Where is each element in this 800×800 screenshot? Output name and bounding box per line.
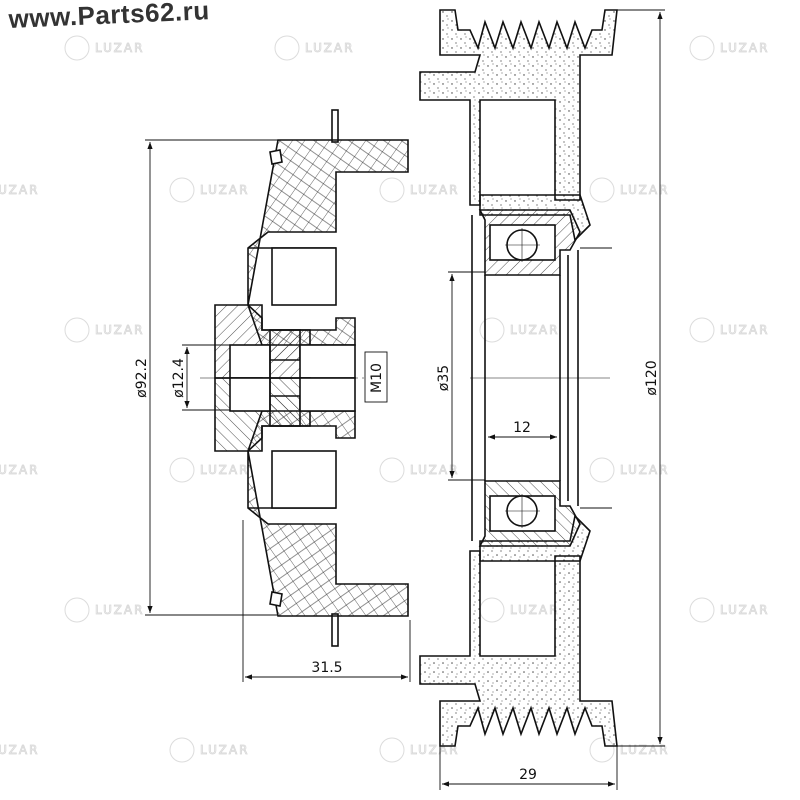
svg-text:LUZAR: LUZAR xyxy=(95,603,144,617)
svg-text:LUZAR: LUZAR xyxy=(200,463,249,477)
dim-hub-outer-diameter: ø92.2 xyxy=(134,358,150,398)
svg-text:LUZAR: LUZAR xyxy=(620,743,669,757)
dim-pulley-diameter: ø120 xyxy=(644,360,660,395)
dim-bearing-bore: ø35 xyxy=(436,365,452,391)
luzar-watermark-logo: LUZAR xyxy=(0,463,39,478)
luzar-watermark-logo: LUZAR xyxy=(64,597,144,623)
svg-text:LUZAR: LUZAR xyxy=(305,41,354,55)
luzar-watermark-logo: LUZAR xyxy=(0,183,39,198)
svg-text:LUZAR: LUZAR xyxy=(720,323,769,337)
luzar-watermark-logo: LUZAR xyxy=(689,317,769,343)
luzar-watermark-logo: LUZAR xyxy=(479,597,559,623)
luzar-watermark-logo: LUZAR xyxy=(689,597,769,623)
pulley-section xyxy=(419,9,618,747)
svg-text:LUZAR: LUZAR xyxy=(620,183,669,197)
svg-text:LUZAR: LUZAR xyxy=(510,323,559,337)
luzar-watermark-logo: LUZAR xyxy=(479,317,559,343)
svg-text:LUZAR: LUZAR xyxy=(0,183,39,197)
svg-text:LUZAR: LUZAR xyxy=(410,183,459,197)
svg-text:LUZAR: LUZAR xyxy=(510,603,559,617)
dim-bearing-width: 12 xyxy=(513,420,531,436)
luzar-watermark-logo: LUZAR xyxy=(64,317,144,343)
luzar-watermark-logo: LUZAR xyxy=(589,457,669,483)
luzar-watermark-logo: LUZAR xyxy=(0,743,39,758)
luzar-watermark-logo: LUZAR xyxy=(169,177,249,203)
luzar-watermark-logo: LUZAR xyxy=(169,737,249,763)
svg-text:LUZAR: LUZAR xyxy=(620,463,669,477)
luzar-watermark-logo: LUZAR xyxy=(274,35,354,61)
dim-pulley-width: 29 xyxy=(519,767,537,783)
luzar-watermark-logo: LUZAR xyxy=(64,35,144,61)
luzar-watermark-logo: LUZAR xyxy=(379,457,459,483)
clutch-hub-section xyxy=(200,109,409,647)
dim-hub-bore: ø12.4 xyxy=(171,358,187,398)
dim-thread: M10 xyxy=(369,363,385,393)
svg-text:LUZAR: LUZAR xyxy=(720,41,769,55)
svg-text:LUZAR: LUZAR xyxy=(720,603,769,617)
dim-hub-width: 31.5 xyxy=(311,660,342,676)
svg-text:LUZAR: LUZAR xyxy=(0,463,39,477)
luzar-watermark-logo: LUZAR xyxy=(589,177,669,203)
svg-text:LUZAR: LUZAR xyxy=(410,463,459,477)
svg-text:LUZAR: LUZAR xyxy=(200,743,249,757)
svg-text:LUZAR: LUZAR xyxy=(200,183,249,197)
svg-text:LUZAR: LUZAR xyxy=(0,743,39,757)
svg-text:LUZAR: LUZAR xyxy=(95,41,144,55)
luzar-watermark-logo: LUZAR xyxy=(379,177,459,203)
luzar-watermark-logo: LUZAR xyxy=(689,35,769,61)
dimension-lines xyxy=(145,9,665,790)
luzar-watermark-logo: LUZAR xyxy=(169,457,249,483)
luzar-watermark-logo: LUZAR xyxy=(589,737,669,763)
svg-text:LUZAR: LUZAR xyxy=(95,323,144,337)
watermark-layer: LUZAR LUZAR LUZAR LUZAR LUZAR LUZAR LUZAR LUZAR… xyxy=(0,35,769,763)
